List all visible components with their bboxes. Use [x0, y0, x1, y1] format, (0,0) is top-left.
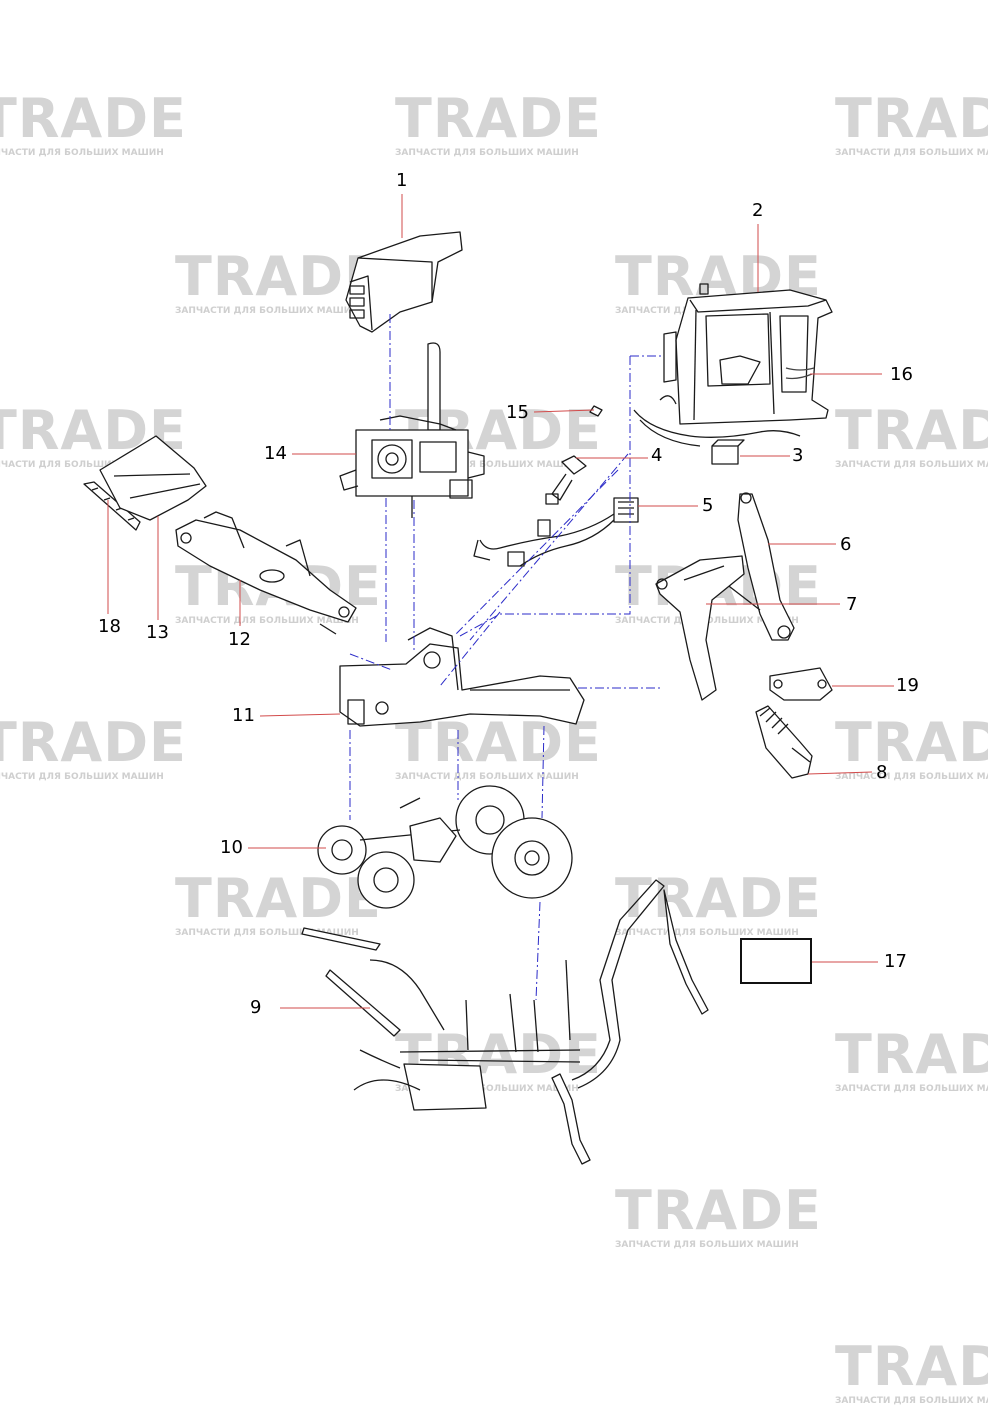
part-pedal-bracket[interactable] — [545, 455, 587, 505]
part-loader-bucket[interactable] — [99, 435, 207, 521]
part-cutting-edge[interactable] — [83, 481, 141, 531]
part-hydraulics[interactable] — [301, 879, 709, 1165]
assembly-lines — [349, 314, 664, 1001]
part-harness-block[interactable] — [633, 395, 801, 465]
part-loader-arms[interactable] — [175, 511, 357, 635]
callout-18[interactable]: 18 — [98, 616, 121, 637]
part-main-frame[interactable] — [339, 627, 585, 727]
callout-5[interactable]: 5 — [702, 495, 714, 516]
callout-11[interactable]: 11 — [232, 705, 255, 726]
callout-4[interactable]: 4 — [651, 445, 663, 466]
part-small-connector[interactable] — [589, 405, 603, 417]
part-quick-coupler[interactable] — [769, 667, 833, 701]
callout-19[interactable]: 19 — [896, 675, 919, 696]
callout-12[interactable]: 12 — [228, 629, 251, 650]
part-dipper-arm[interactable] — [655, 555, 745, 701]
callout-7[interactable]: 7 — [846, 594, 858, 615]
part-engine-hood[interactable] — [345, 231, 463, 333]
callout-16[interactable]: 16 — [890, 364, 913, 385]
callout-10[interactable]: 10 — [220, 837, 243, 858]
part-engine[interactable] — [339, 342, 485, 518]
part-label-plate[interactable] — [740, 938, 812, 984]
part-cab[interactable] — [663, 283, 833, 425]
callout-15[interactable]: 15 — [506, 402, 529, 423]
callout-17[interactable]: 17 — [884, 951, 907, 972]
callout-1[interactable]: 1 — [396, 170, 408, 191]
callout-13[interactable]: 13 — [146, 622, 169, 643]
callout-9[interactable]: 9 — [250, 997, 262, 1018]
part-backhoe-bucket[interactable] — [755, 705, 813, 779]
part-axles-wheels[interactable] — [317, 785, 573, 909]
callout-leaders — [107, 194, 894, 1009]
callout-8[interactable]: 8 — [876, 762, 888, 783]
callout-14[interactable]: 14 — [264, 443, 287, 464]
callout-2[interactable]: 2 — [752, 200, 764, 221]
callout-3[interactable]: 3 — [792, 445, 804, 466]
part-cab-wiring[interactable] — [785, 367, 815, 380]
callout-6[interactable]: 6 — [840, 534, 852, 555]
part-main-harness[interactable] — [473, 497, 639, 567]
